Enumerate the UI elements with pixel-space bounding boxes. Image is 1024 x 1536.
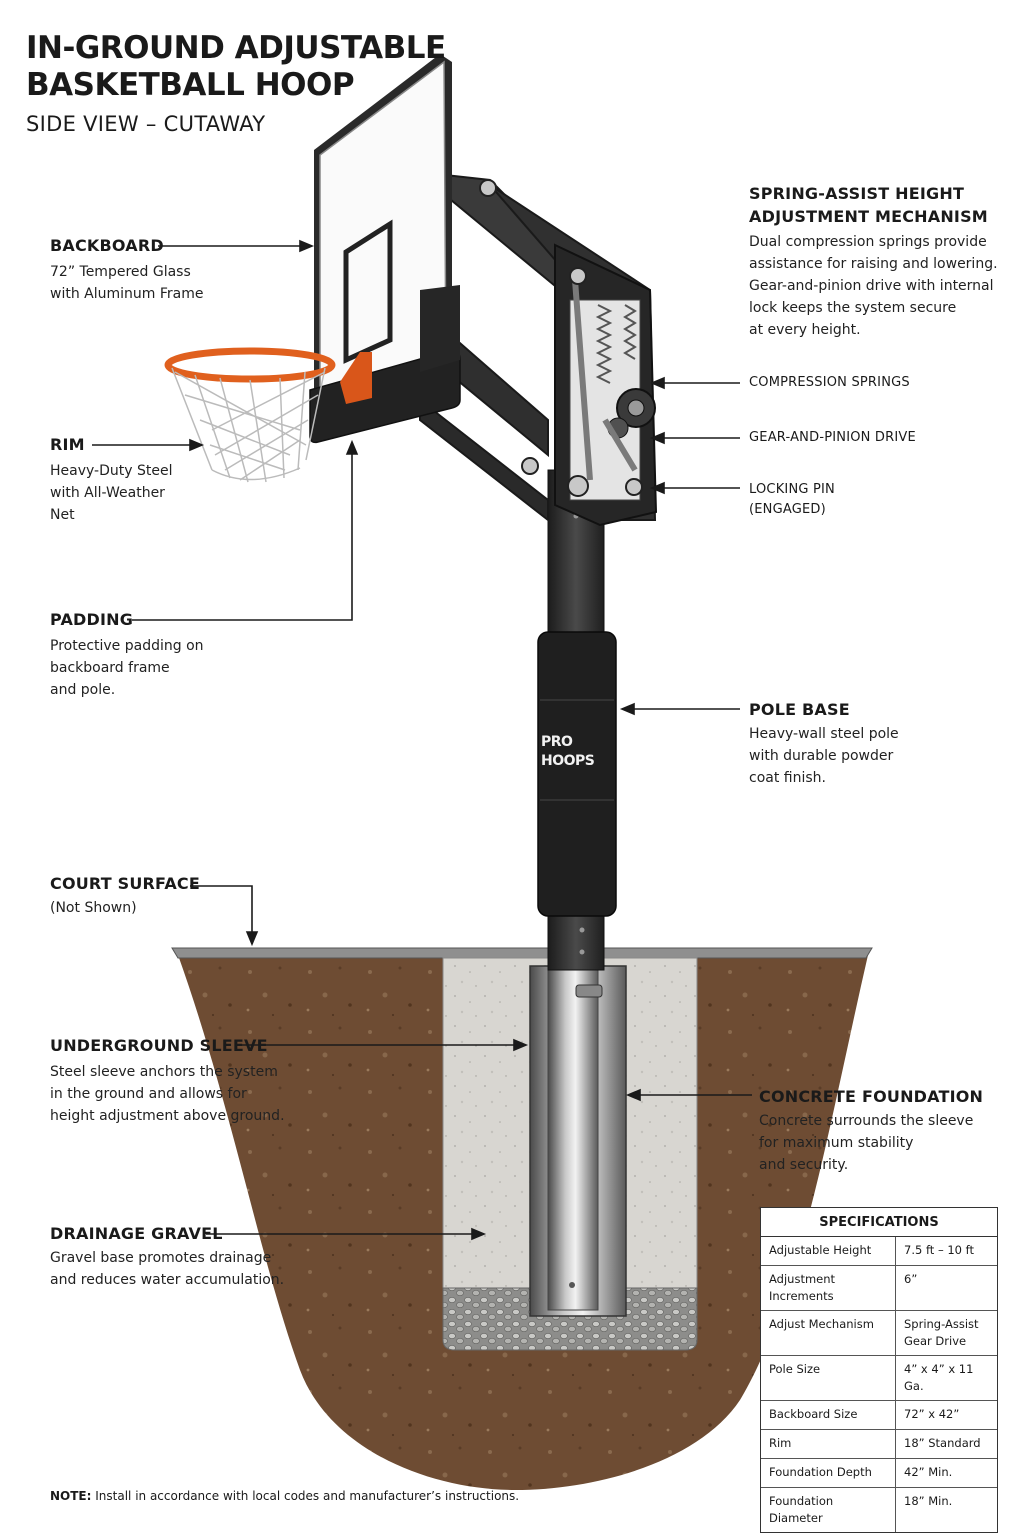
- spec-value: 72” x 42”: [895, 1400, 997, 1430]
- court-heading: COURT SURFACE: [50, 874, 201, 893]
- gravel-heading: DRAINAGE GRAVEL: [50, 1224, 223, 1243]
- spec-key: Rim: [761, 1429, 896, 1459]
- court-text: (Not Shown): [50, 900, 137, 916]
- specifications-grid: Adjustable Height 7.5 ft – 10 ft Adjustme…: [761, 1237, 997, 1532]
- sleeve-text: Steel sleeve anchors the system in the g…: [50, 1064, 285, 1124]
- spec-value: 18” Min.: [895, 1487, 997, 1532]
- spec-key: Foundation Diameter: [761, 1487, 896, 1532]
- backboard-heading: BACKBOARD: [50, 236, 164, 255]
- rim-and-net: [164, 347, 372, 483]
- mechanism-text: Dual compression springs provide assista…: [749, 234, 998, 338]
- pole-base-text: Heavy-wall steel pole with durable powde…: [749, 726, 899, 786]
- foundation-text: Concrete surrounds the sleeve for maximu…: [759, 1113, 974, 1173]
- pad-logo: PRO HOOPS: [541, 734, 595, 769]
- gear-label: GEAR-AND-PINION DRIVE: [749, 430, 916, 445]
- padding-text: Protective padding on backboard frame an…: [50, 638, 204, 698]
- padding-heading: PADDING: [50, 610, 134, 629]
- pole-pad: [537, 631, 617, 917]
- mechanism-box: [479, 179, 658, 527]
- locking-pin-label: LOCKING PIN (ENGAGED): [749, 482, 835, 517]
- spec-key: Adjust Mechanism: [761, 1310, 896, 1356]
- spec-key: Adjustment Increments: [761, 1265, 896, 1311]
- page-subtitle: SIDE VIEW – CUTAWAY: [26, 112, 266, 136]
- specifications-table: SPECIFICATIONS Adjustable Height 7.5 ft –…: [760, 1207, 998, 1533]
- foundation-heading: CONCRETE FOUNDATION: [759, 1087, 984, 1106]
- table-row: Adjustable Height 7.5 ft – 10 ft: [761, 1237, 997, 1266]
- gravel-text: Gravel base promotes drainage and reduce…: [50, 1250, 285, 1288]
- backboard-text: 72” Tempered Glass with Aluminum Frame: [50, 264, 204, 302]
- spec-value: 42” Min.: [895, 1458, 997, 1488]
- specifications-heading: SPECIFICATIONS: [761, 1208, 997, 1237]
- spec-key: Backboard Size: [761, 1400, 896, 1430]
- spec-key: Foundation Depth: [761, 1458, 896, 1488]
- mechanism-heading: SPRING-ASSIST HEIGHT ADJUSTMENT MECHANIS…: [749, 184, 988, 226]
- title-line-1: IN-GROUND ADJUSTABLE: [26, 30, 446, 66]
- note-label: NOTE:: [50, 1489, 92, 1503]
- leader-lines: [92, 239, 752, 1241]
- title-line-2: BASKETBALL HOOP: [26, 67, 355, 103]
- spec-value: 7.5 ft – 10 ft: [904, 1243, 975, 1257]
- note-text: Install in accordance with local codes a…: [95, 1489, 520, 1503]
- spec-key: Pole Size: [761, 1355, 896, 1401]
- sleeve-heading: UNDERGROUND SLEEVE: [50, 1036, 268, 1055]
- spec-value: 4” x 4” x 11 Ga.: [895, 1355, 997, 1401]
- rim-text: Heavy-Duty Steel with All-Weather Net: [50, 463, 173, 523]
- spec-key: Adjustable Height: [761, 1237, 896, 1266]
- spec-value: 18” Standard: [895, 1429, 997, 1459]
- drainage-gravel: [442, 1287, 698, 1351]
- page-title: IN-GROUND ADJUSTABLE BASKETBALL HOOP: [26, 30, 446, 104]
- court-surface: [171, 947, 873, 959]
- backboard: [309, 54, 461, 444]
- footer-note: NOTE: Install in accordance with local c…: [50, 1489, 519, 1503]
- spec-value: Spring-Assist Gear Drive: [895, 1310, 997, 1356]
- springs-label: COMPRESSION SPRINGS: [749, 375, 910, 390]
- spec-value: 6”: [895, 1265, 997, 1311]
- rim-heading: RIM: [50, 435, 85, 454]
- pole-base-heading: POLE BASE: [749, 700, 850, 719]
